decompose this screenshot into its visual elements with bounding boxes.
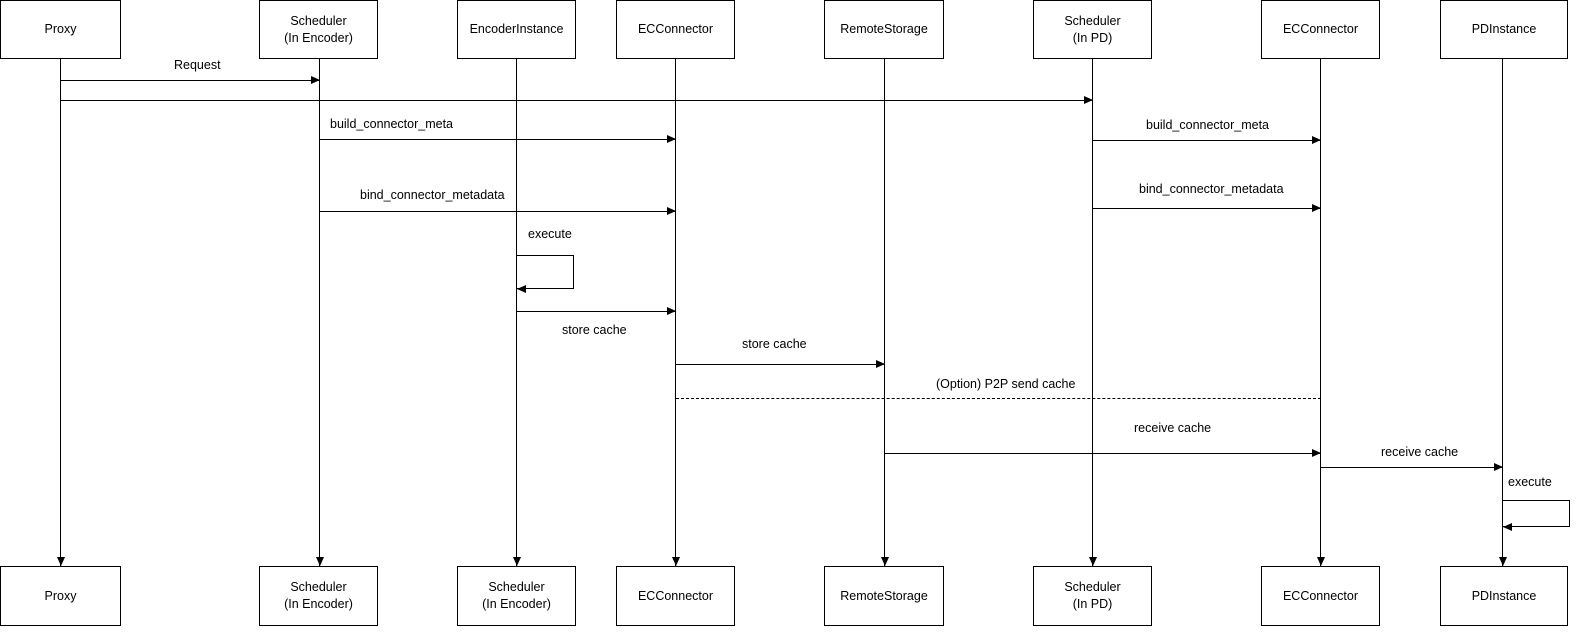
lifeline-end-arrow-icon-encoder_instance bbox=[512, 557, 521, 566]
lifeline-end-arrow-icon-proxy bbox=[56, 557, 65, 566]
message-arrow-icon-m6 bbox=[1312, 204, 1321, 212]
message-line-m2 bbox=[61, 100, 1093, 101]
message-label-m4: build_connector_meta bbox=[1146, 118, 1269, 132]
message-line-m8 bbox=[676, 364, 885, 365]
message-line-m5 bbox=[320, 211, 676, 212]
lifeline-end-arrow-icon-sched_pd bbox=[1088, 557, 1097, 566]
message-line-m9 bbox=[676, 398, 1321, 399]
message-line-m1 bbox=[61, 80, 320, 81]
lifeline-ec_connector_right bbox=[1320, 59, 1322, 566]
message-label-m5: bind_connector_metadata bbox=[360, 188, 505, 202]
lifeline-end-arrow-icon-ec_connector_left bbox=[671, 557, 680, 566]
message-label-m1: Request bbox=[174, 58, 221, 72]
message-line-m10 bbox=[885, 453, 1321, 454]
lifeline-end-arrow-icon-remote_storage bbox=[880, 557, 889, 566]
participant-footer-ec_connector_left[interactable]: ECConnector bbox=[616, 566, 735, 626]
message-label-m9: (Option) P2P send cache bbox=[936, 377, 1076, 391]
message-arrow-icon-m4 bbox=[1312, 136, 1321, 144]
message-line-m4 bbox=[1093, 140, 1321, 141]
participant-header-sched_pd[interactable]: Scheduler (In PD) bbox=[1033, 0, 1152, 59]
lifeline-remote_storage bbox=[884, 59, 886, 566]
message-label-m6: bind_connector_metadata bbox=[1139, 182, 1284, 196]
participant-footer-sched_enc[interactable]: Scheduler (In Encoder) bbox=[259, 566, 378, 626]
self-message-arrow-icon-s1 bbox=[517, 285, 526, 293]
participant-footer-pd_instance[interactable]: PDInstance bbox=[1440, 566, 1568, 626]
participant-header-sched_enc[interactable]: Scheduler (In Encoder) bbox=[259, 0, 378, 59]
message-line-m3 bbox=[320, 139, 676, 140]
lifeline-sched_enc bbox=[319, 59, 321, 566]
message-arrow-icon-m7 bbox=[667, 307, 676, 315]
participant-footer-ec_connector_right[interactable]: ECConnector bbox=[1261, 566, 1380, 626]
participant-header-encoder_instance[interactable]: EncoderInstance bbox=[457, 0, 576, 59]
message-label-m10: receive cache bbox=[1134, 421, 1212, 435]
message-arrow-icon-m8 bbox=[876, 360, 885, 368]
message-line-m7 bbox=[517, 311, 676, 312]
participant-header-remote_storage[interactable]: RemoteStorage bbox=[824, 0, 944, 59]
participant-footer-proxy[interactable]: Proxy bbox=[0, 566, 121, 626]
participant-header-ec_connector_right[interactable]: ECConnector bbox=[1261, 0, 1380, 59]
participant-footer-sched_enc_2[interactable]: Scheduler (In Encoder) bbox=[457, 566, 576, 626]
self-message-arrow-icon-s2 bbox=[1503, 523, 1512, 531]
lifeline-end-arrow-icon-pd_instance bbox=[1498, 557, 1507, 566]
message-arrow-icon-m5 bbox=[667, 207, 676, 215]
message-label-m3: build_connector_meta bbox=[330, 117, 453, 131]
participant-footer-remote_storage[interactable]: RemoteStorage bbox=[824, 566, 944, 626]
message-arrow-icon-m10 bbox=[1312, 449, 1321, 457]
message-arrow-icon-m3 bbox=[667, 135, 676, 143]
message-arrow-icon-m1 bbox=[311, 76, 320, 84]
participant-header-pd_instance[interactable]: PDInstance bbox=[1440, 0, 1568, 59]
lifeline-proxy bbox=[60, 59, 62, 566]
lifeline-sched_pd bbox=[1092, 59, 1094, 566]
message-label-m8: store cache bbox=[742, 337, 807, 351]
self-message-label-s2: execute bbox=[1508, 475, 1552, 489]
message-line-m6 bbox=[1093, 208, 1321, 209]
message-label-m7: store cache bbox=[562, 323, 627, 337]
lifeline-end-arrow-icon-ec_connector_right bbox=[1316, 557, 1325, 566]
participant-header-proxy[interactable]: Proxy bbox=[0, 0, 121, 59]
message-label-m11: receive cache bbox=[1381, 445, 1459, 459]
participant-header-ec_connector_left[interactable]: ECConnector bbox=[616, 0, 735, 59]
message-arrow-icon-m11 bbox=[1494, 463, 1503, 471]
lifeline-pd_instance bbox=[1502, 59, 1504, 566]
self-message-loop-s2 bbox=[1503, 500, 1570, 527]
lifeline-end-arrow-icon-sched_enc bbox=[315, 557, 324, 566]
message-arrow-icon-m2 bbox=[1084, 96, 1093, 104]
message-line-m11 bbox=[1321, 467, 1503, 468]
self-message-loop-s1 bbox=[517, 255, 574, 289]
self-message-label-s1: execute bbox=[528, 227, 572, 241]
lifeline-encoder_instance bbox=[516, 59, 518, 566]
participant-footer-sched_pd[interactable]: Scheduler (In PD) bbox=[1033, 566, 1152, 626]
